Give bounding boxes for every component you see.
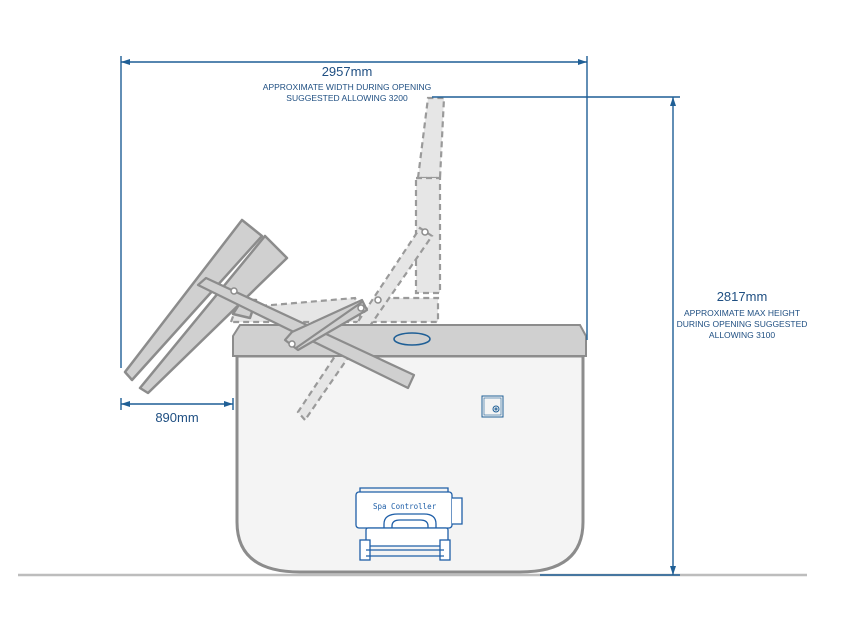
lifter-arms xyxy=(196,276,416,390)
width-value: 2957mm xyxy=(322,64,373,79)
offset-dimension xyxy=(120,398,234,410)
height-note-line3: ALLOWING 3100 xyxy=(709,330,775,340)
offset-value: 890mm xyxy=(155,410,198,425)
height-dimension xyxy=(432,96,680,576)
height-value: 2817mm xyxy=(717,289,768,304)
height-note-line2: DURING OPENING SUGGESTED xyxy=(677,319,808,329)
width-note-line2: SUGGESTED ALLOWING 3200 xyxy=(286,93,408,103)
lifter-handle-oval xyxy=(393,332,431,346)
spa-controller: Spa Controller xyxy=(355,487,463,561)
controller-label: Spa Controller xyxy=(373,502,437,511)
width-dimension xyxy=(120,56,588,368)
lifter-pivots xyxy=(230,228,429,348)
access-plate xyxy=(481,395,504,418)
width-note-line1: APPROXIMATE WIDTH DURING OPENING xyxy=(263,82,431,92)
height-note-line1: APPROXIMATE MAX HEIGHT xyxy=(684,308,800,318)
